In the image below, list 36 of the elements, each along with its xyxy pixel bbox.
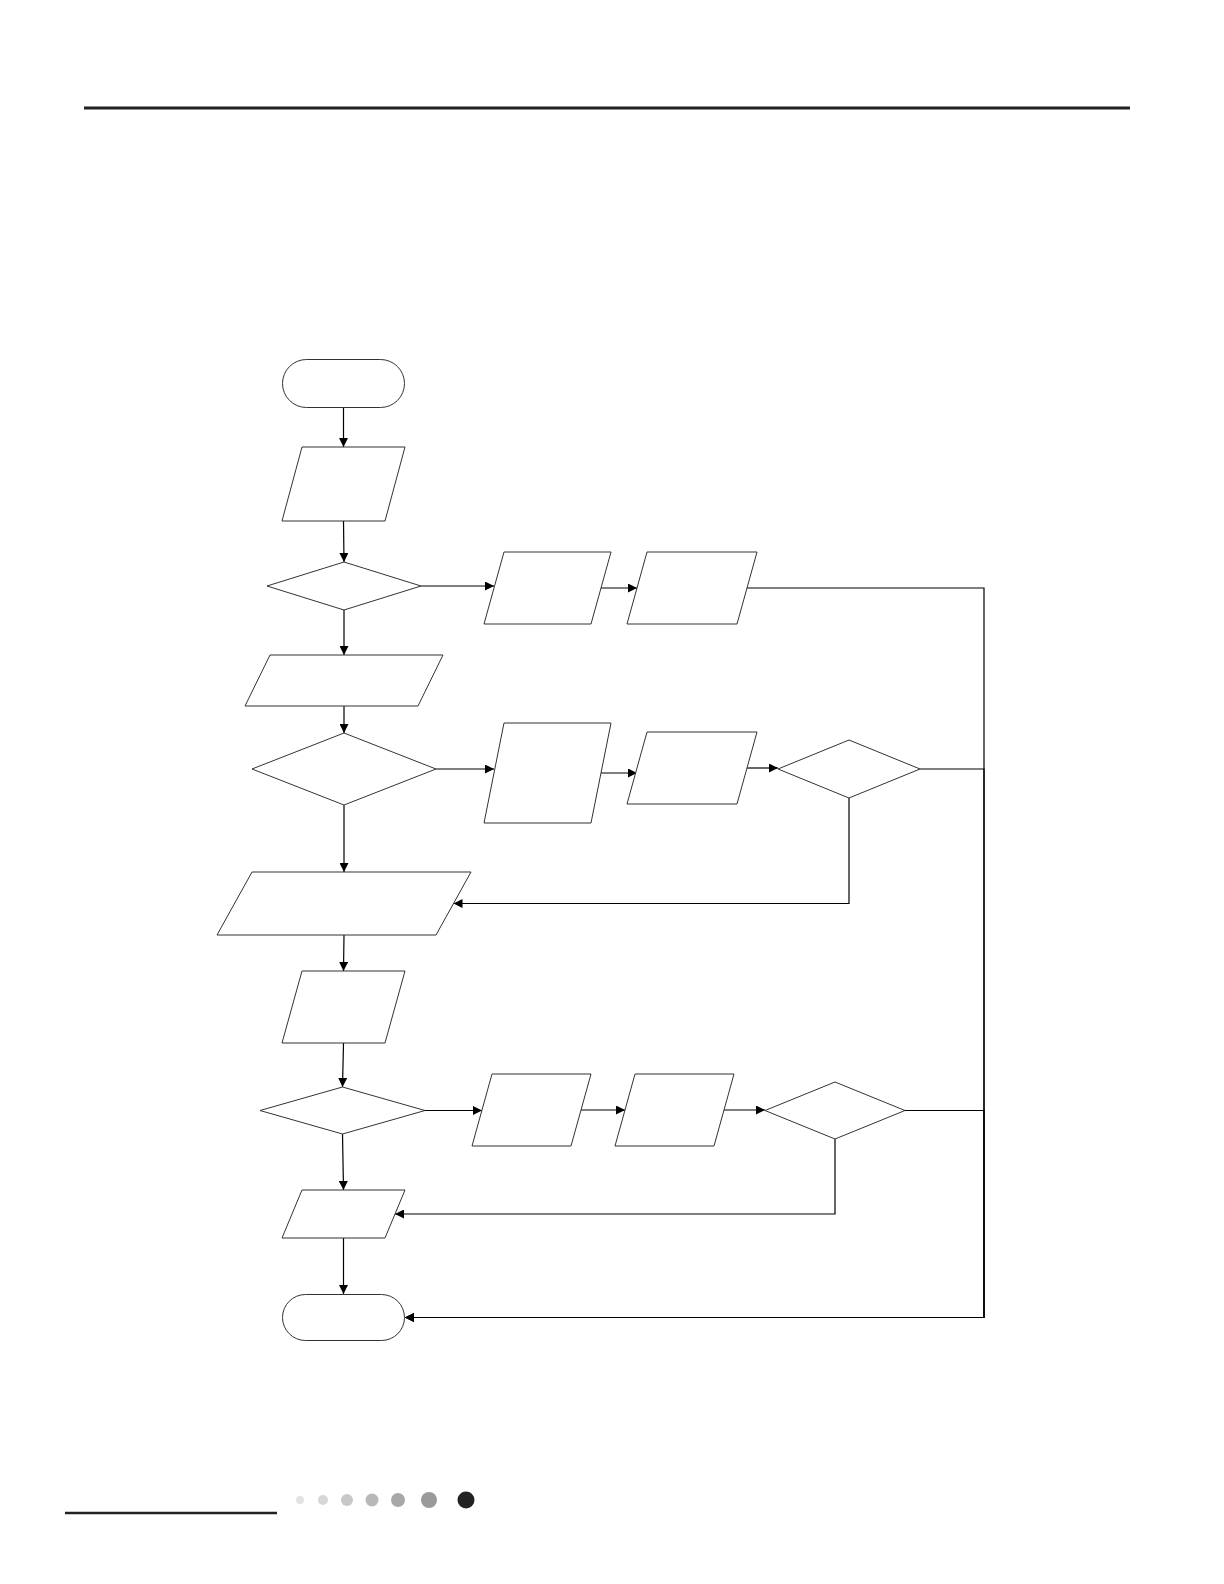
io-parallelogram [472,1074,591,1146]
arrow [338,1133,348,1191]
decision-diamond [252,733,436,805]
io-parallelogram [282,447,405,521]
io-parallelogram [484,552,611,624]
arrow [452,797,850,908]
arrow [435,764,495,774]
decision-diamond [260,1087,425,1134]
arrow [339,520,349,563]
arrow [580,1105,626,1115]
io-parallelogram [282,1190,405,1238]
io-parallelogram [245,655,443,706]
decision-diamond [765,1082,905,1139]
arrow [420,581,495,591]
arrow [424,1106,483,1115]
arrow [723,1105,766,1115]
io-parallelogram [627,552,757,624]
arrow [404,1109,985,1322]
arrow [394,1138,836,1219]
io-parallelogram [627,732,757,804]
arrow [339,804,349,873]
arrow [339,934,349,972]
io-parallelogram [217,872,471,935]
io-parallelogram [615,1074,734,1146]
io-parallelogram [484,723,611,823]
io-parallelogram [282,971,405,1043]
arrow [339,705,349,734]
decision-diamond [267,562,421,610]
decision-diamond [778,740,920,798]
arrow [339,609,349,656]
arrow [746,763,779,773]
arrow [339,407,348,448]
arrow [338,1042,348,1088]
arrow [600,768,638,778]
arrow [339,1237,348,1295]
arrow [600,583,638,593]
